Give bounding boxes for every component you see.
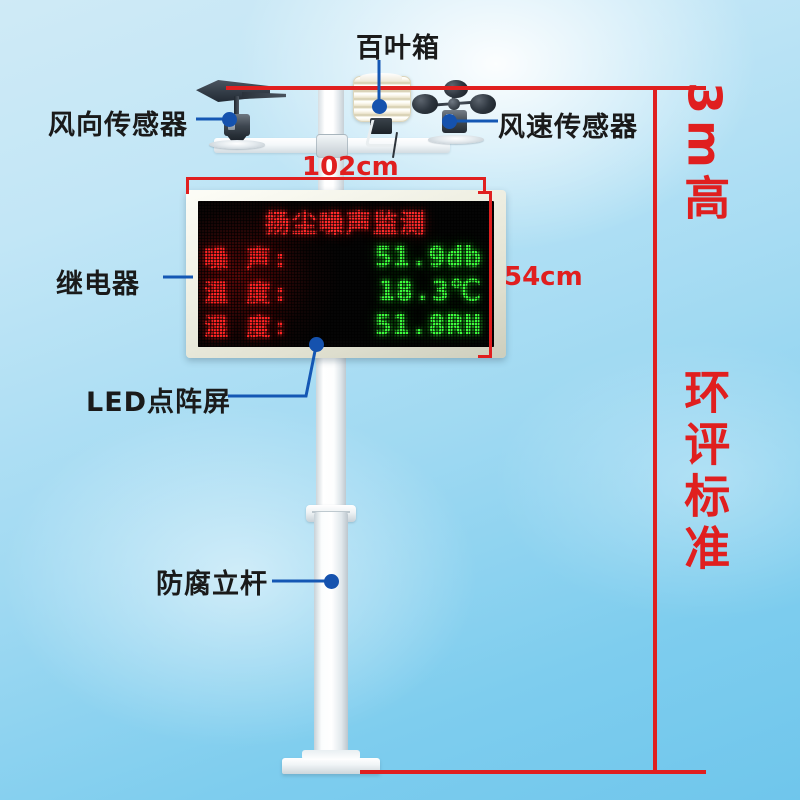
anemometer-cup-right [470,94,496,114]
overall-height-line-vertical [653,86,657,774]
annotation-wind-speed-sensor: 风速传感器 [498,112,638,143]
wind-vane-fin [196,80,270,102]
cross-arm-clamp [316,134,348,158]
led-label-noise: 噪 声: [204,244,290,273]
louver-box-cap [360,73,402,81]
louver-box-bracket [364,120,405,147]
wind-direction-sensor-icon [196,78,286,149]
overall-height-value: 3m高 [677,82,732,226]
led-readout-row-temperature: 温 度: 18.3℃ [204,273,488,307]
pole-base-plate [282,750,380,774]
led-label-temperature: 温 度: [204,278,290,307]
annotation-relay: 继电器 [56,269,140,300]
louver-box-leader-dot [372,99,387,114]
led-readout-row-noise: 噪 声: 51.9db [204,239,488,273]
wind-direction-leader-dot [222,112,237,127]
overall-height-line-top [226,86,706,90]
overall-height-line-bottom [360,770,706,774]
annotation-anticorrosion-pole: 防腐立杆 [156,569,268,600]
height-dimension-tick-bottom [478,355,492,358]
wind-speed-leader [452,119,498,123]
height-dimension-tick-top [478,191,492,194]
led-readout-list: 噪 声: 51.9db 温 度: 18.3℃ 湿 度: 51.8RH [204,239,488,341]
overall-height-label: 3m高 [677,82,732,226]
pole-leader-dot [324,574,339,589]
led-readout-row-humidity: 湿 度: 51.8RH [204,307,488,341]
led-display-unit: 扬尘噪声监测 噪 声: 51.9db 温 度: 18.3℃ 湿 度: 51.8R… [186,190,506,358]
leader-line [228,345,318,398]
height-dimension-label: 54cm [504,262,583,292]
annotation-led-matrix-screen: LED点阵屏 [86,387,232,418]
led-value-temperature: 18.3℃ [378,273,482,307]
pole-lower-section [314,512,348,764]
relay-leader [163,275,193,279]
led-screen-leader [228,345,318,398]
led-value-noise: 51.9db [374,239,482,273]
width-dimension-line [186,177,486,180]
anemometer-hub [448,98,460,110]
louver-box-sensor [370,118,392,134]
wind-vane-tail [242,92,286,99]
led-dot-matrix-screen: 扬尘噪声监测 噪 声: 51.9db 温 度: 18.3℃ 湿 度: 51.8R… [198,201,494,347]
pole-middle-section [316,350,346,518]
wind-speed-leader-dot [442,114,457,129]
width-dimension-tick-right [483,177,486,194]
wind-vane-flange [209,140,265,149]
pole-leader [272,579,330,583]
anemometer-flange [428,135,484,144]
width-dimension-label: 102cm [302,152,399,182]
led-label-humidity: 湿 度: [204,312,290,341]
wind-vane-cone [226,134,248,145]
led-value-humidity: 51.8RH [374,307,482,341]
standard-label: 环评标准 [677,368,732,576]
led-screen-leader-dot [309,337,324,352]
annotation-wind-direction-sensor: 风向传感器 [48,110,188,141]
wind-vane-shaft [234,96,239,118]
anemometer-cup-left [412,94,438,114]
height-dimension-line [489,191,492,358]
width-dimension-tick-left [186,177,189,194]
led-screen-title: 扬尘噪声监测 [264,209,427,238]
annotation-louver-box: 百叶箱 [356,33,440,64]
